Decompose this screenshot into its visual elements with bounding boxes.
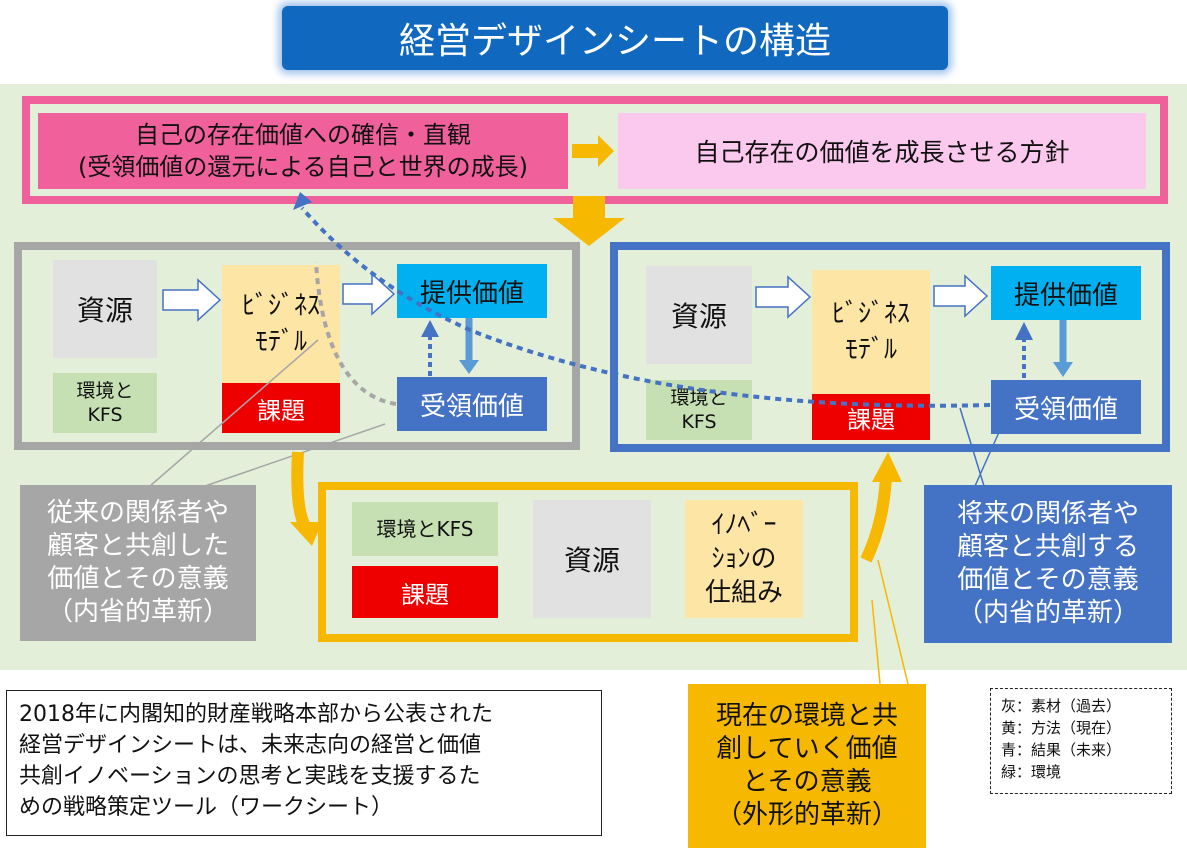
present-frame bbox=[318, 482, 858, 642]
future-bm-line2: ﾓﾃﾞﾙ bbox=[844, 335, 897, 365]
note-line: 経営デザインシートは、未来志向の経営と価値 bbox=[19, 733, 482, 758]
page-title: 経営デザインシートの構造 bbox=[282, 6, 948, 70]
future-callout: 将来の関係者や 顧客と共創する 価値とその意義 （内省的革新） bbox=[924, 485, 1172, 643]
past-callout-line: 価値とその意義 bbox=[47, 564, 229, 594]
past-callout: 従来の関係者や 顧客と共創した 価値とその意義 （内省的革新） bbox=[20, 485, 256, 641]
legend-line: 灰：素材（過去） bbox=[1001, 697, 1122, 715]
present-resources: 資源 bbox=[533, 500, 651, 618]
future-resources: 資源 bbox=[646, 266, 752, 364]
innov-line1: ｲﾉﾍﾞｰ bbox=[711, 510, 777, 540]
legend-line: 黄：方法（現在） bbox=[1001, 719, 1122, 737]
future-callout-line: 将来の関係者や bbox=[956, 499, 1139, 529]
past-provided-value: 提供価値 bbox=[397, 264, 547, 318]
past-issue: 課題 bbox=[222, 383, 340, 433]
present-callout-line: （外形的革新） bbox=[715, 800, 898, 830]
note-line: 共創イノベーションの思考と実践を支援するた bbox=[19, 764, 481, 789]
future-env-line2: KFS bbox=[681, 411, 717, 433]
past-business-model: ﾋﾞｼﾞﾈｽ ﾓﾃﾞﾙ bbox=[222, 265, 340, 383]
legend-line: 緑：環境 bbox=[1001, 763, 1062, 781]
future-received-value: 受領価値 bbox=[991, 380, 1141, 434]
past-callout-line: 顧客と共創した bbox=[46, 531, 229, 561]
color-legend: 灰：素材（過去） 黄：方法（現在） 青：結果（未来） 緑：環境 bbox=[990, 688, 1172, 794]
note-line: 2018年に内閣知的財産戦略本部から公表された bbox=[19, 702, 493, 727]
future-bm-line1: ﾋﾞｼﾞﾈｽ bbox=[831, 299, 910, 329]
conviction-line1: 自己の存在価値への確信・直観 bbox=[135, 121, 471, 149]
conviction-box: 自己の存在価値への確信・直観 (受領価値の還元による自己と世界の成長) bbox=[38, 113, 568, 189]
past-env-kfs: 環境と KFS bbox=[53, 373, 157, 433]
present-callout: 現在の環境と共 創していく価値 とその意義 （外形的革新） bbox=[688, 684, 926, 848]
future-env-line1: 環境と bbox=[670, 387, 728, 409]
innov-line2: ｼｮﾝの bbox=[711, 544, 777, 574]
past-bm-line1: ﾋﾞｼﾞﾈｽ bbox=[241, 291, 320, 321]
past-env-line2: KFS bbox=[87, 404, 123, 426]
past-resources: 資源 bbox=[53, 260, 157, 358]
present-callout-line: 現在の環境と共 bbox=[715, 701, 898, 731]
present-callout-line: 創していく価値 bbox=[716, 734, 898, 764]
present-issue: 課題 bbox=[352, 566, 498, 618]
legend-line: 青：結果（未来） bbox=[1001, 741, 1122, 759]
past-env-line1: 環境と bbox=[76, 380, 134, 402]
future-provided-value: 提供価値 bbox=[991, 266, 1141, 320]
note-line: めの戦略策定ツール（ワークシート） bbox=[19, 795, 394, 820]
present-env-kfs: 環境とKFS bbox=[352, 502, 498, 556]
future-callout-line: 価値とその意義 bbox=[957, 565, 1139, 595]
present-callout-line: とその意義 bbox=[742, 767, 872, 797]
future-callout-line: 顧客と共創する bbox=[956, 532, 1139, 562]
conviction-line2: (受領価値の還元による自己と世界の成長) bbox=[77, 153, 528, 181]
innov-line3: 仕組み bbox=[704, 578, 783, 608]
past-callout-line: 従来の関係者や bbox=[46, 498, 229, 528]
past-bm-line2: ﾓﾃﾞﾙ bbox=[254, 327, 307, 357]
description-note: 2018年に内閣知的財産戦略本部から公表された 経営デザインシートは、未来志向の… bbox=[6, 690, 602, 836]
future-callout-line: （内省的革新） bbox=[956, 598, 1139, 628]
future-issue: 課題 bbox=[812, 394, 930, 440]
past-received-value: 受領価値 bbox=[397, 377, 547, 431]
future-business-model: ﾋﾞｼﾞﾈｽ ﾓﾃﾞﾙ bbox=[812, 270, 930, 394]
present-innovation-mechanism: ｲﾉﾍﾞｰ ｼｮﾝの 仕組み bbox=[685, 500, 803, 618]
policy-box: 自己存在の価値を成長させる方針 bbox=[618, 113, 1146, 189]
future-env-kfs: 環境と KFS bbox=[646, 380, 752, 440]
past-callout-line: （内省的革新） bbox=[46, 597, 229, 627]
